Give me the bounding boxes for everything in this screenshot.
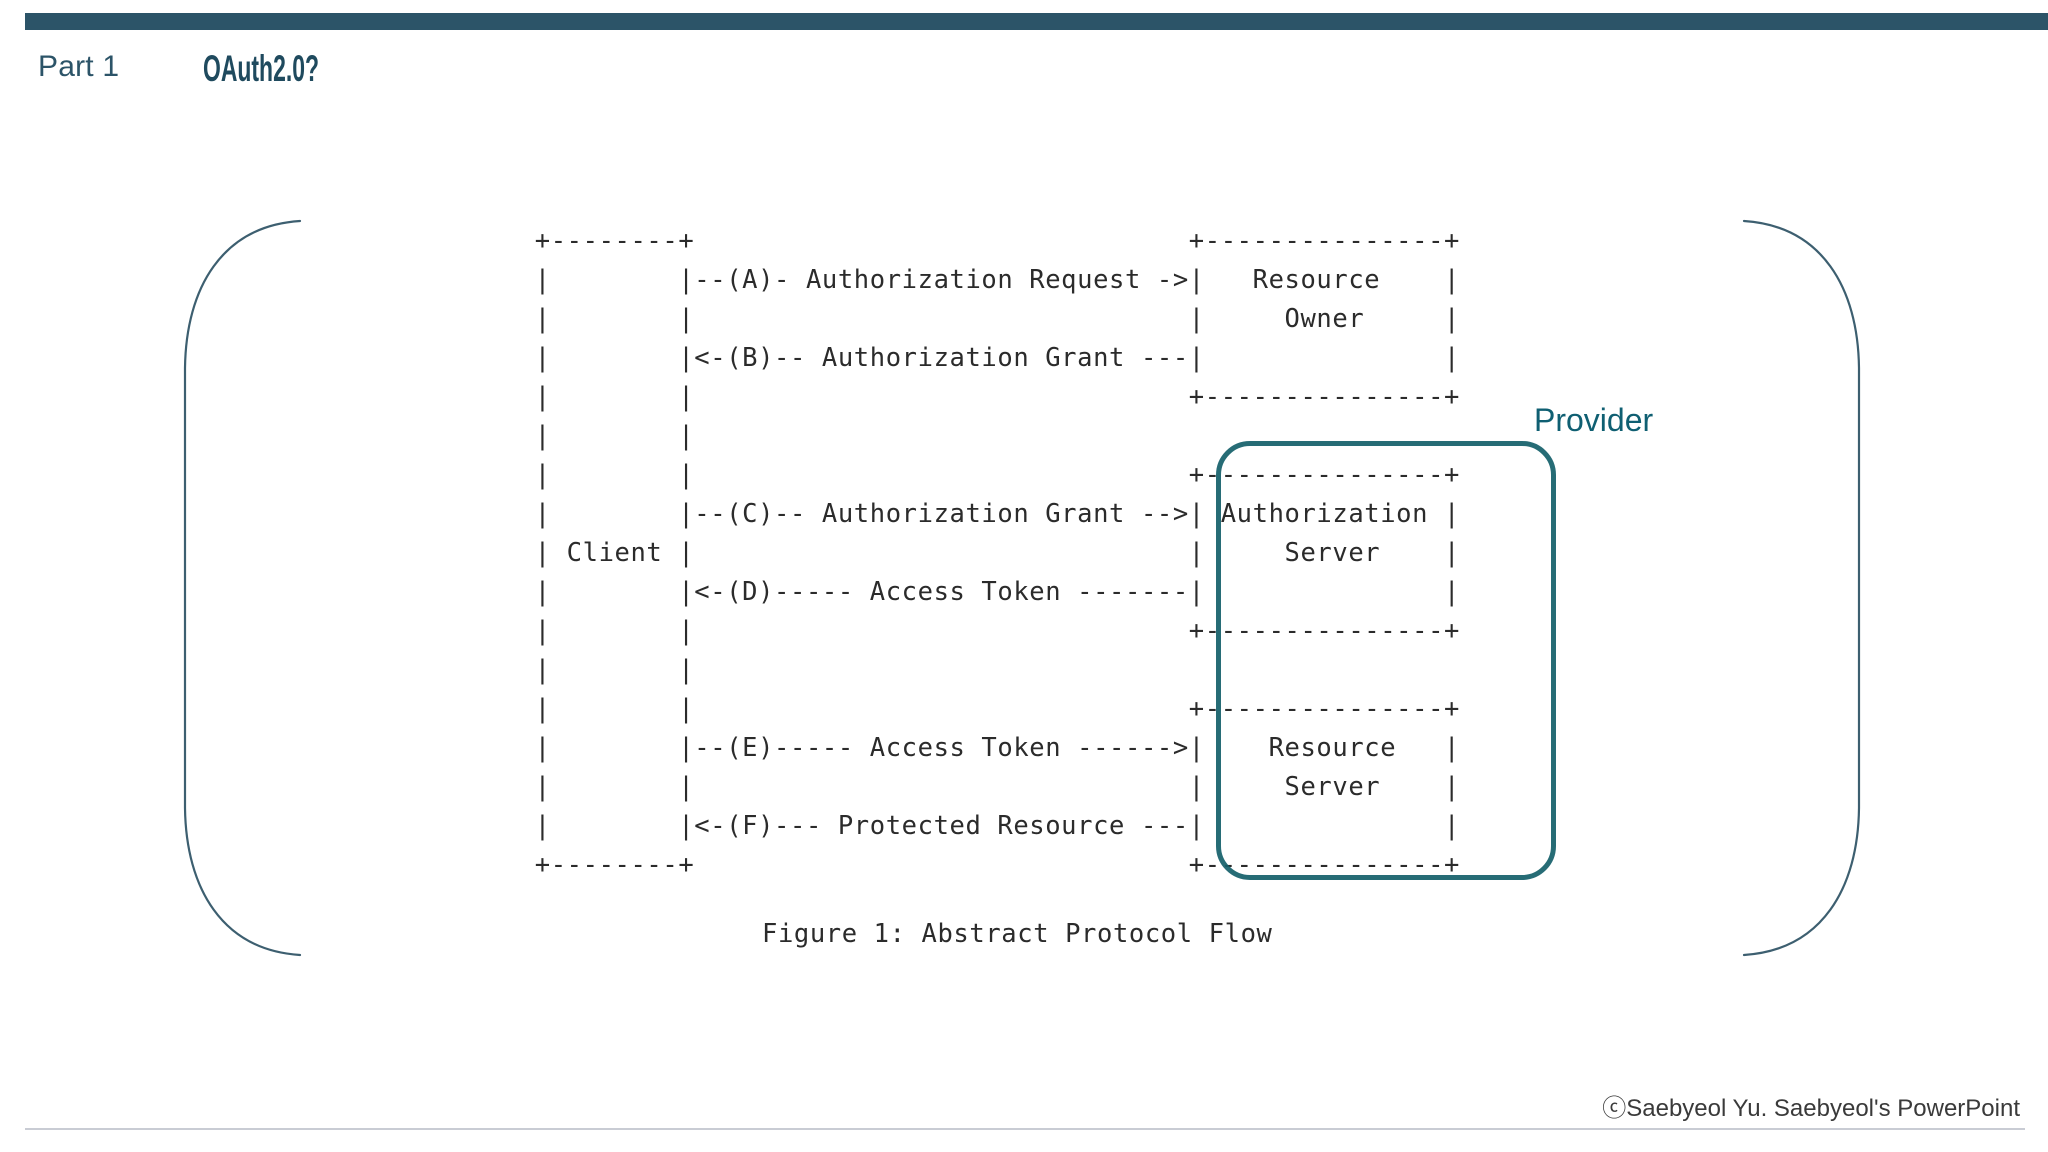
page-title: OAuth2.0? (203, 48, 319, 89)
footer-credit: ⓒSaebyeol Yu. Saebyeol's PowerPoint (1602, 1095, 2020, 1122)
part-label: Part 1 (38, 50, 120, 83)
figure-caption: Figure 1: Abstract Protocol Flow (762, 919, 1273, 949)
ascii-protocol-flow-art: +--------+ +---------------+ | |--(A)- A… (534, 226, 1460, 880)
top-accent-bar (25, 13, 2048, 30)
footer-divider (25, 1128, 2025, 1130)
left-bracket-decoration (182, 218, 302, 958)
provider-annotation-label: Provider (1534, 402, 1654, 438)
right-bracket-decoration (1742, 218, 1862, 958)
